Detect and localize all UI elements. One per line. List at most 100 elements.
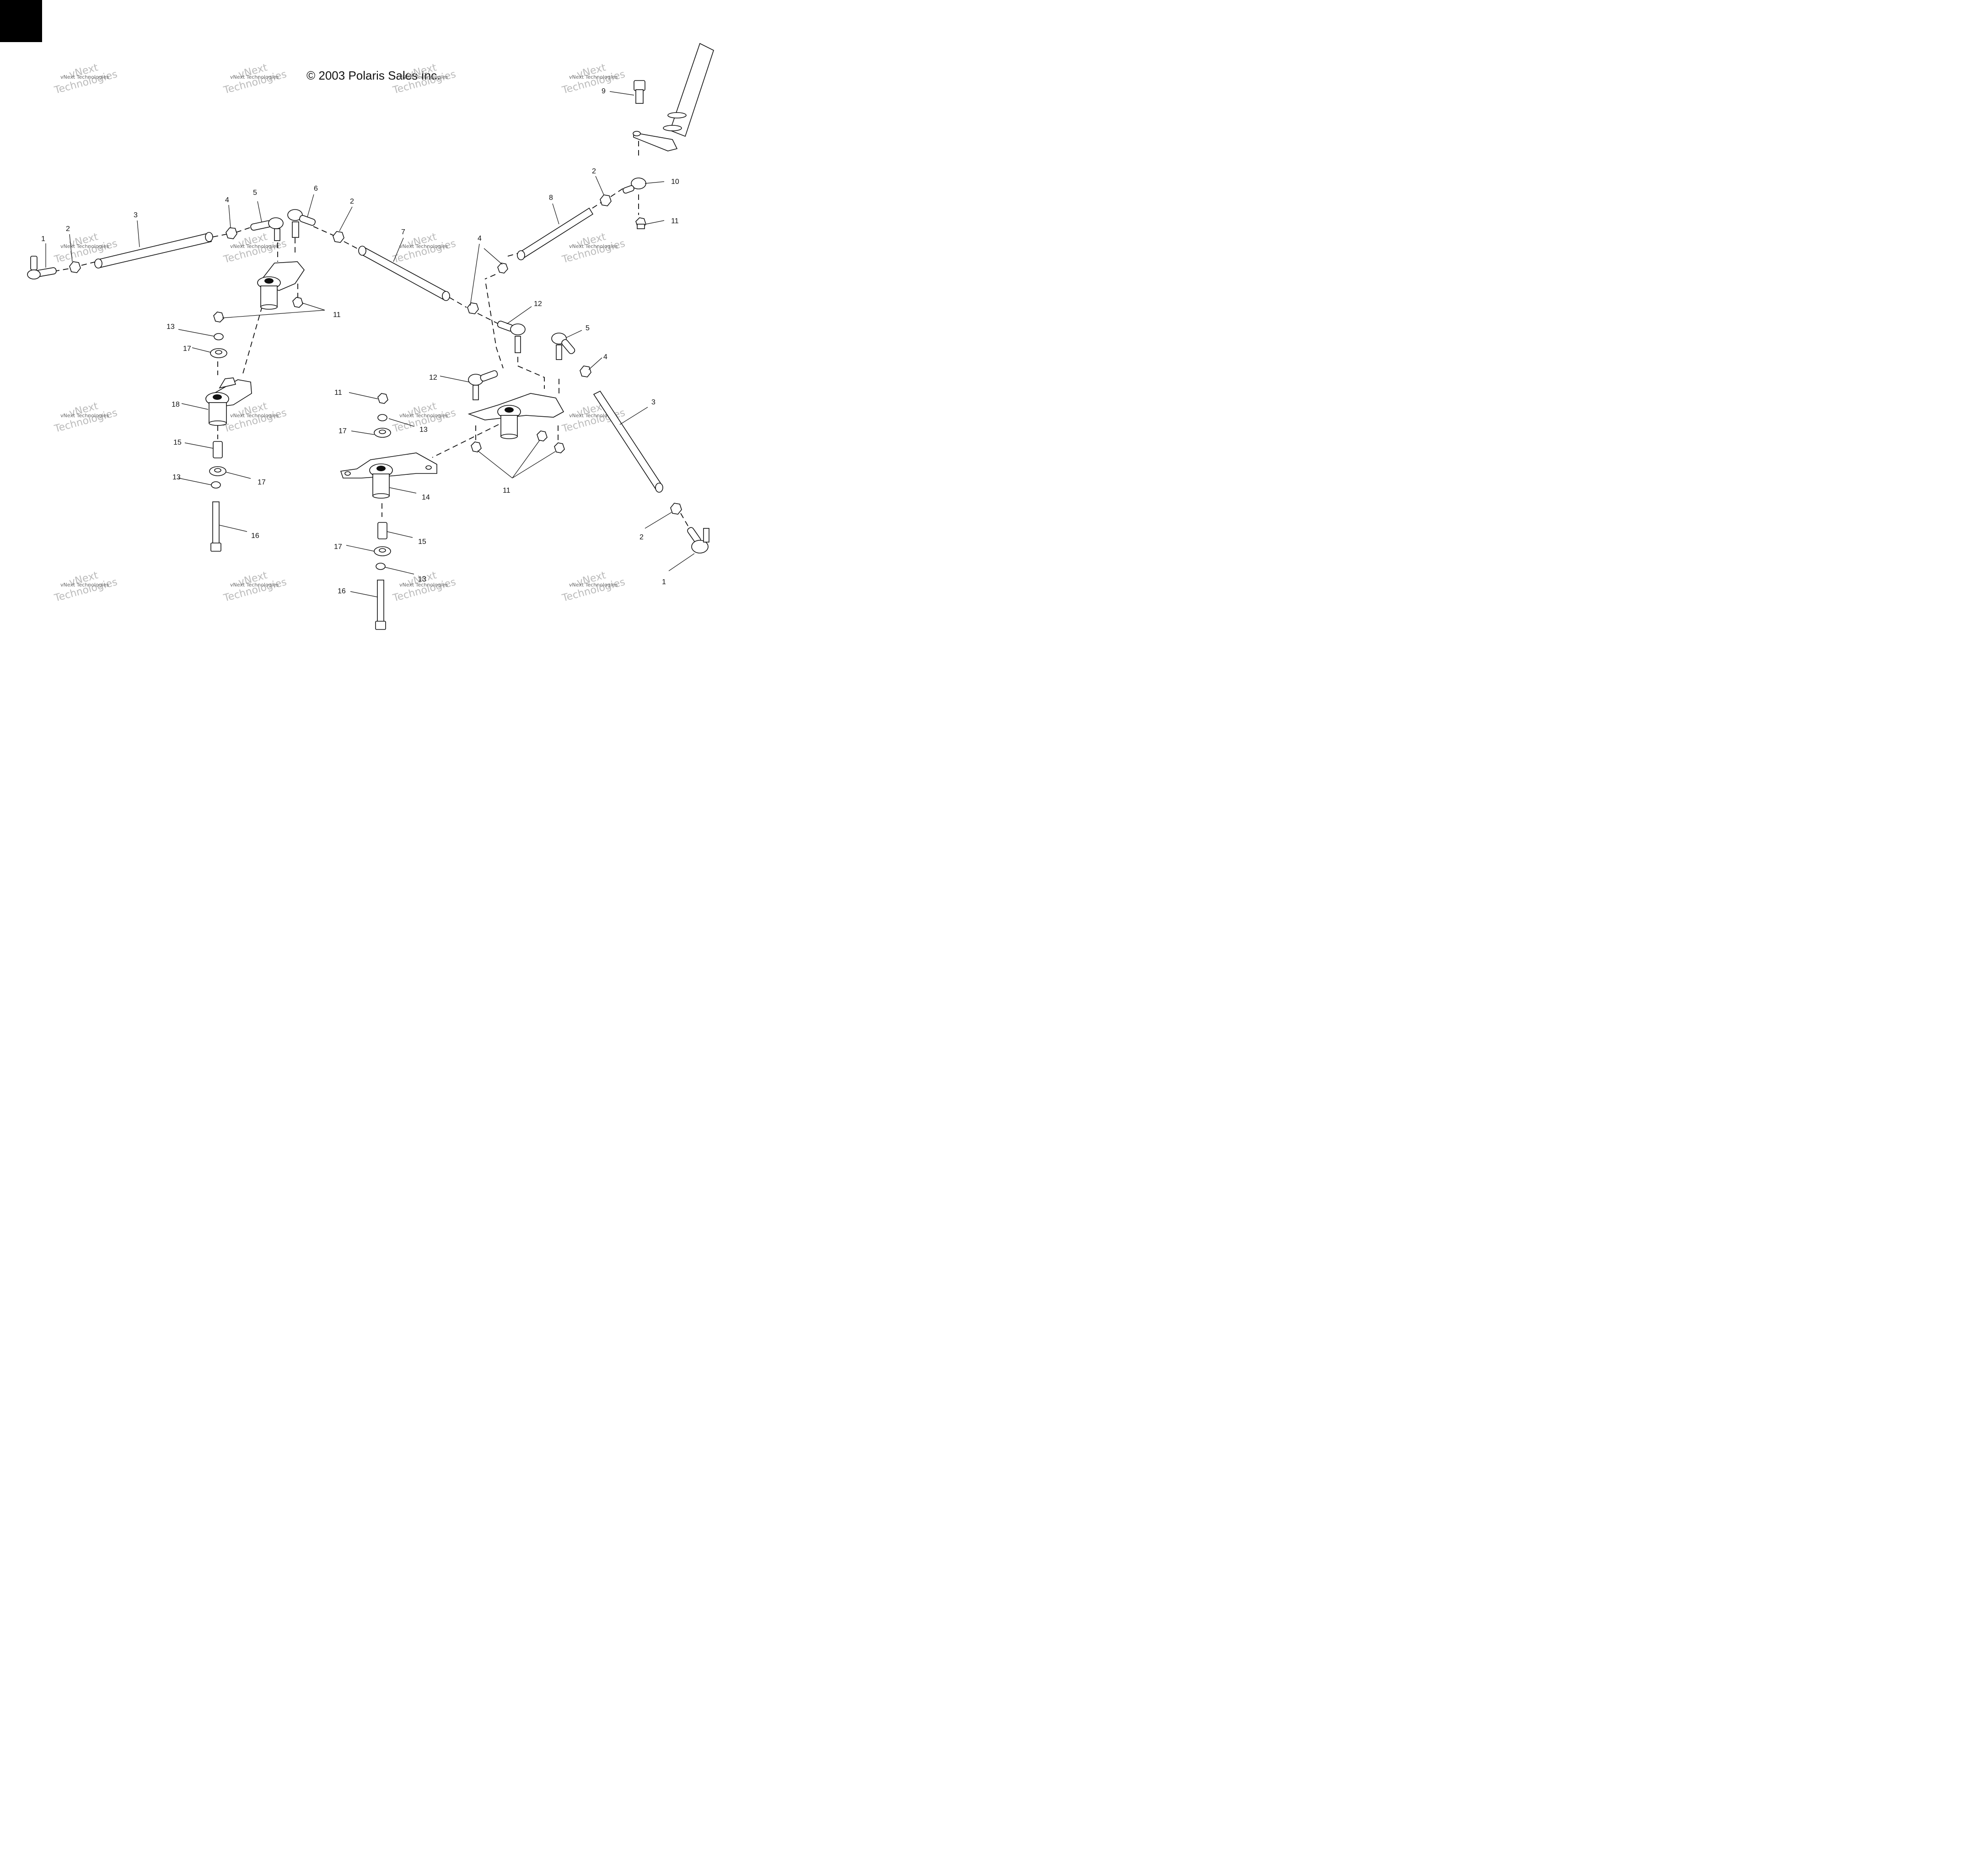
lock-nut-right-a — [471, 441, 482, 452]
corner-block — [0, 0, 42, 42]
watermark-small: vNext Technologies — [569, 582, 618, 588]
washer-17-center-lower — [374, 546, 391, 556]
callout-2: 2 — [66, 225, 70, 233]
washer-17-center-upper — [374, 428, 391, 438]
watermark-small: vNext Technologies — [569, 74, 618, 80]
callout-2: 2 — [639, 533, 644, 541]
watermark-small: vNext Technologies — [230, 413, 279, 419]
spacer-15-center — [377, 522, 387, 539]
bushing-13-center-upper — [377, 414, 387, 421]
washer-17-left-upper — [210, 348, 227, 358]
watermark-small: vNext Technologies — [230, 243, 279, 249]
jam-nut-left — [69, 261, 81, 273]
lock-nut-right-c — [554, 442, 565, 453]
nut-4-right — [580, 366, 591, 377]
tie-rod-end-left — [27, 256, 57, 280]
rod-end-12-upper — [497, 321, 526, 353]
callout-13: 13 — [418, 575, 426, 583]
tie-rod-end-right — [687, 527, 709, 554]
callout-numbers: 1 2 3 4 5 6 2 7 8 2 9 10 11 4 11 12 13 1… — [41, 87, 679, 595]
rod-end-5 — [250, 217, 284, 241]
tie-rod-center — [358, 246, 450, 301]
jam-nut-lower-right — [670, 503, 682, 515]
callout-4: 4 — [478, 235, 482, 242]
jam-nut-center — [333, 231, 344, 243]
callout-5: 5 — [253, 189, 257, 197]
callout-8: 8 — [549, 194, 553, 202]
callout-13: 13 — [167, 323, 175, 331]
callout-5: 5 — [586, 324, 590, 332]
watermark-small: vNext Technologies — [60, 74, 109, 80]
callout-17: 17 — [334, 543, 342, 551]
steering-linkage-exploded-diagram: © 2003 Polaris Sales Inc. vNextTechnolog… — [0, 0, 714, 630]
callout-1: 1 — [41, 235, 45, 243]
lock-nut-left-a — [292, 297, 303, 308]
washer-17-left-lower — [209, 466, 226, 476]
rod-end-6 — [287, 209, 316, 238]
bellcrank-18 — [205, 377, 252, 426]
callout-7: 7 — [401, 228, 405, 236]
watermark-small: vNext Technologies — [60, 413, 109, 419]
assembly-lines — [54, 141, 691, 556]
watermark-small: vNext Technologies — [399, 243, 448, 249]
nut-4-upper — [226, 227, 237, 239]
callout-17: 17 — [258, 479, 266, 486]
callout-15: 15 — [173, 439, 182, 446]
callout-1: 1 — [662, 578, 666, 586]
callout-10: 10 — [671, 178, 679, 186]
steering-column — [633, 43, 714, 151]
callout-13: 13 — [172, 473, 181, 481]
tie-rod-right — [593, 390, 663, 493]
nut-4-small — [497, 263, 508, 274]
callout-13: 13 — [419, 426, 428, 434]
rod-end-5-right — [551, 333, 575, 360]
watermark-small: vNext Technologies — [399, 413, 448, 419]
lock-nut-right-column — [635, 217, 646, 229]
callout-2: 2 — [592, 167, 596, 175]
leader-lines — [45, 91, 695, 597]
callout-6: 6 — [314, 185, 318, 193]
callout-4: 4 — [603, 353, 607, 361]
watermark-small: vNext Technologies — [399, 74, 448, 80]
callout-17: 17 — [183, 345, 191, 353]
bolt-9 — [634, 80, 645, 104]
rod-end-10 — [623, 177, 646, 194]
callout-12: 12 — [429, 374, 437, 382]
callout-17: 17 — [338, 427, 347, 435]
spacer-15-left — [213, 441, 223, 458]
bushing-13-left-lower — [211, 481, 221, 489]
watermark-small: vNext Technologies — [60, 243, 109, 249]
copyright-text: © 2003 Polaris Sales Inc. — [306, 69, 440, 82]
pitman-arm-left-upper — [257, 261, 305, 310]
watermark-small: vNext Technologies — [230, 582, 279, 588]
watermark-small: vNext Technologies — [569, 413, 618, 419]
bushing-13-center-lower — [376, 563, 386, 570]
callout-14: 14 — [422, 494, 430, 501]
callout-16: 16 — [251, 532, 259, 540]
watermark-small: vNext Technologies — [399, 582, 448, 588]
callout-9: 9 — [602, 87, 606, 95]
callout-3: 3 — [134, 211, 138, 219]
watermark-small: vNext Technologies — [569, 243, 618, 249]
bolt-16-left — [210, 501, 221, 552]
callout-2: 2 — [350, 198, 354, 205]
tie-rod-left — [94, 232, 213, 269]
lock-nut-center — [377, 393, 388, 404]
watermark-small: vNext Technologies — [60, 582, 109, 588]
callout-3: 3 — [651, 398, 656, 406]
tie-rod-upper-right — [517, 207, 594, 260]
bushing-13-left-upper — [214, 333, 224, 340]
callout-11: 11 — [334, 389, 342, 397]
callout-4: 4 — [225, 196, 229, 204]
lock-nut-right-b — [537, 430, 548, 441]
nut-4-center — [467, 302, 479, 314]
lock-nut-left-b — [213, 312, 224, 323]
callout-11: 11 — [671, 217, 679, 225]
callout-12: 12 — [534, 300, 542, 308]
callout-11: 11 — [333, 311, 341, 319]
idler-arm-14 — [340, 452, 437, 499]
callout-16: 16 — [338, 587, 346, 595]
callout-11: 11 — [503, 487, 510, 495]
